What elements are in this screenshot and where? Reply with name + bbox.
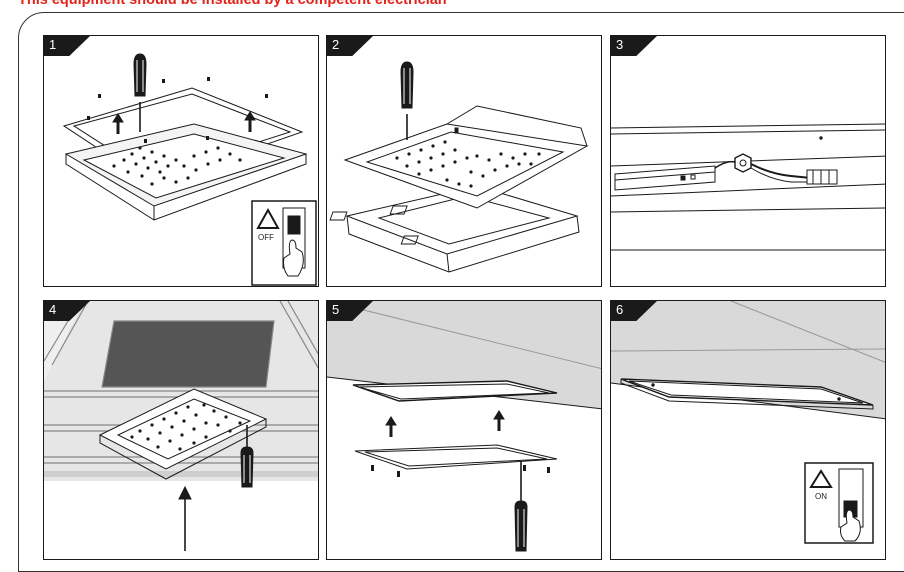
step-5-illustration xyxy=(327,301,601,552)
step-1-panel: 1 xyxy=(43,35,319,287)
step-number: 5 xyxy=(332,302,340,317)
step-number: 3 xyxy=(616,37,624,52)
warning-sign-on xyxy=(804,462,874,544)
step-1-illustration: OFF xyxy=(62,53,317,286)
switch-on-label: ON xyxy=(815,492,827,501)
warning-heading: This equipment should be installed by a … xyxy=(18,0,447,8)
step-6-illustration: ON xyxy=(611,301,885,544)
switch-off-label: OFF xyxy=(258,233,274,242)
step-2-illustration xyxy=(329,61,589,273)
dark-ceiling-tile xyxy=(102,321,274,387)
warning-sign-off xyxy=(251,200,317,286)
step-3-illustration xyxy=(611,123,885,251)
step-6-panel: 6 ON xyxy=(610,300,886,560)
step-4-panel: 4 xyxy=(43,300,319,560)
step-number: 1 xyxy=(49,37,57,52)
step-4-illustration xyxy=(44,301,318,551)
step-number: 2 xyxy=(332,37,340,52)
step-number: 4 xyxy=(49,302,57,317)
step-5-panel: 5 xyxy=(326,300,602,560)
step-2-panel: 2 xyxy=(326,35,602,287)
step-3-panel: 3 xyxy=(610,35,886,287)
step-number: 6 xyxy=(616,302,624,317)
